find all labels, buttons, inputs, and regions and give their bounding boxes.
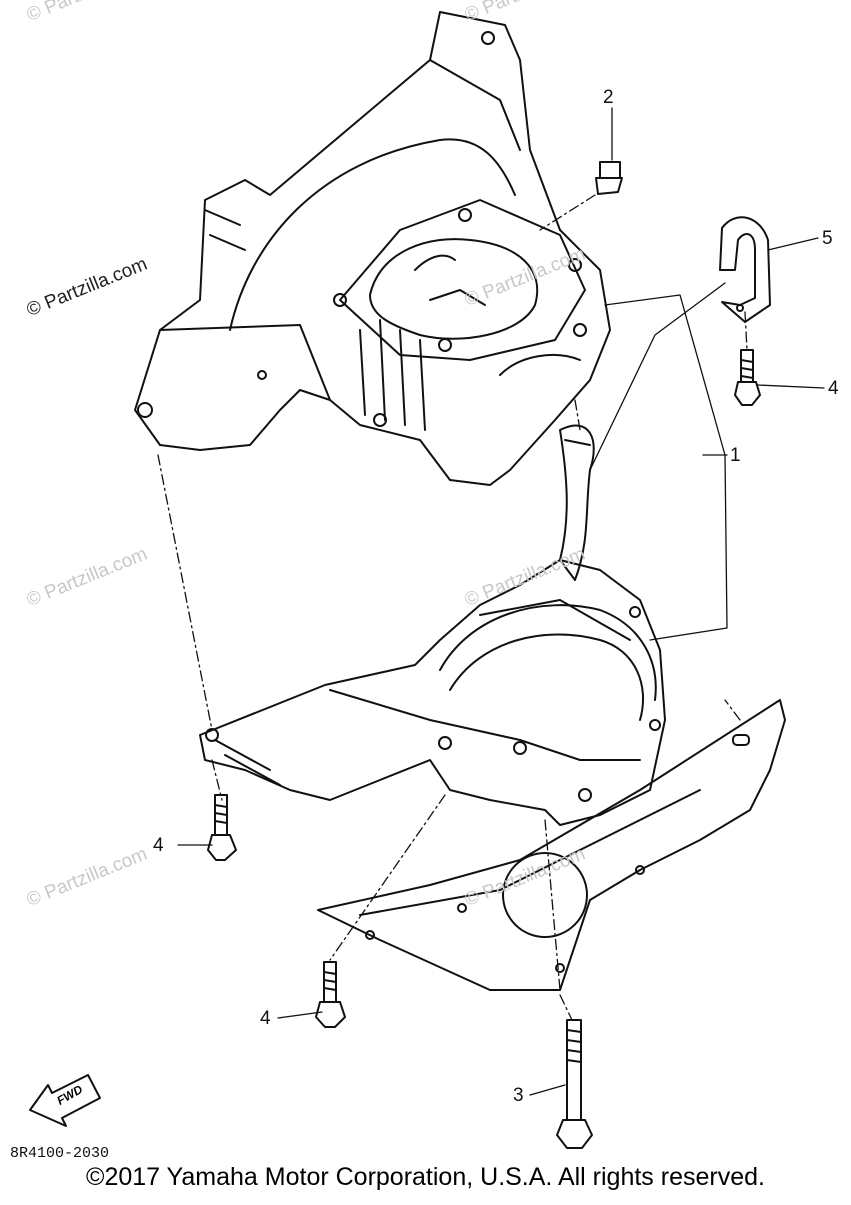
leader-lines [177, 107, 825, 1096]
copyright-notice: ©2017 Yamaha Motor Corporation, U.S.A. A… [86, 1163, 765, 1191]
guard-plate [317, 699, 786, 991]
bolt-lower-center [315, 961, 346, 1028]
bolt-upper [734, 349, 761, 406]
callout-4-upper: 4 [828, 378, 839, 399]
plug-screw [595, 161, 623, 195]
assembly-lines [157, 194, 748, 1021]
long-bolt [556, 1019, 593, 1149]
upper-crankcase [134, 11, 611, 486]
callout-1: 1 [730, 445, 741, 466]
callout-3: 3 [513, 1085, 524, 1106]
bolt-lower-left [207, 794, 237, 861]
callout-2: 2 [603, 87, 614, 108]
clamp-bracket [719, 216, 771, 323]
callout-4-left: 4 [153, 835, 164, 856]
forward-direction-arrow-icon [29, 1074, 101, 1127]
lower-crankcase [199, 424, 666, 826]
item1-bracket [589, 282, 728, 641]
callout-5: 5 [822, 228, 833, 249]
callout-4-center: 4 [260, 1008, 271, 1029]
diagram-code: 8R4100-2030 [10, 1145, 110, 1162]
